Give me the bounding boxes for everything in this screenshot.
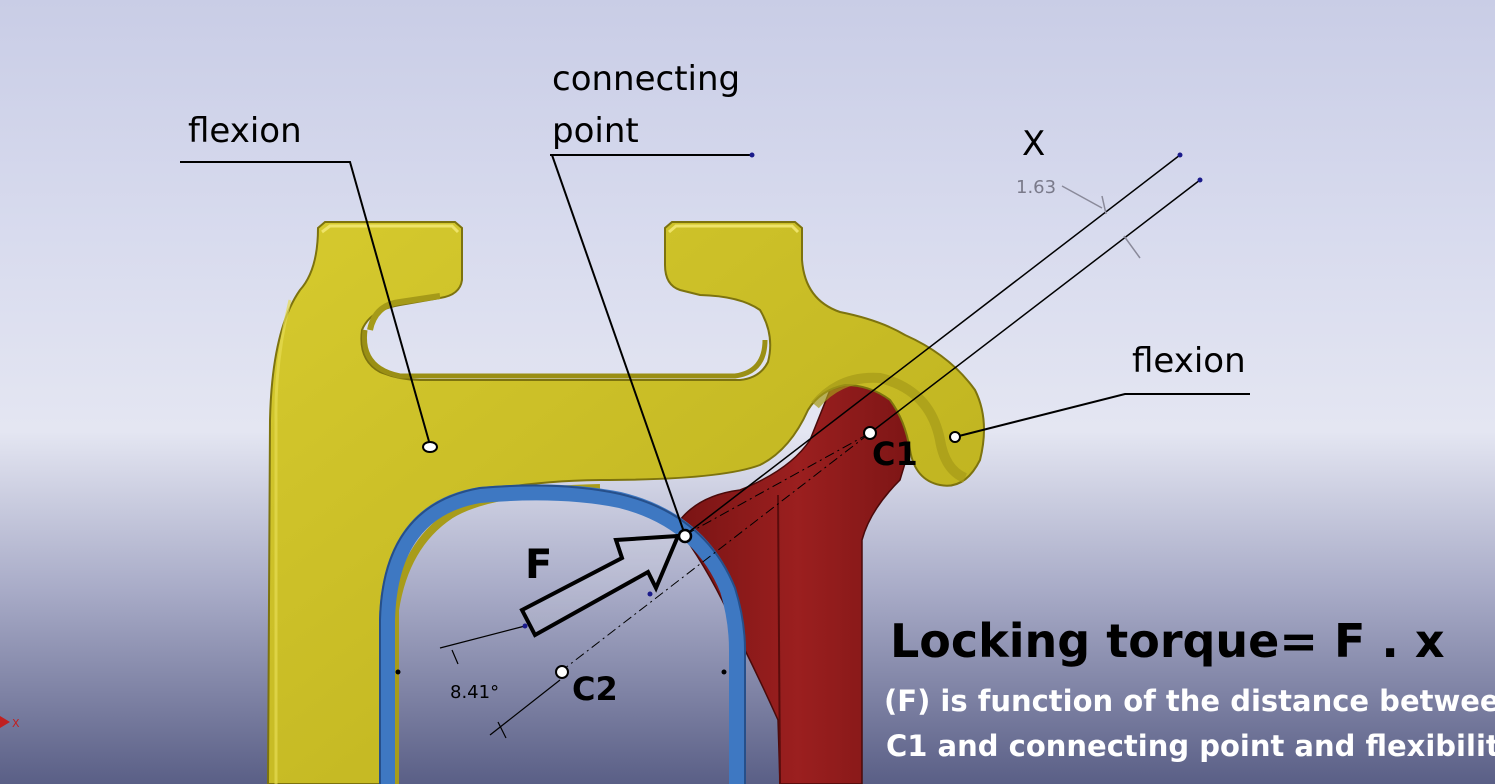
blue-arch-part	[379, 484, 746, 784]
flexion-label-right: flexion	[1132, 341, 1246, 381]
c2-label: C2	[572, 670, 618, 708]
dimension-x	[684, 154, 1201, 536]
flexion-label-left: flexion	[188, 111, 302, 151]
leader-dot	[749, 152, 755, 158]
dimension-value: 1.63	[1016, 177, 1056, 198]
force-label: F	[525, 542, 552, 588]
leader-lines	[180, 154, 1250, 536]
flexion-point-right	[949, 431, 961, 443]
dim-dot	[1177, 152, 1183, 158]
angle-dimension	[439, 625, 561, 739]
connecting-point-marker	[677, 528, 693, 544]
dim-dot	[1197, 177, 1203, 183]
axis-triad: X	[0, 716, 20, 730]
axis-marker-label: X	[12, 717, 20, 730]
x-label: X	[1022, 124, 1045, 164]
c2-point	[555, 665, 569, 679]
angle-dot	[647, 591, 653, 597]
angle-label: 8.41°	[450, 682, 499, 703]
force-arrow	[519, 533, 682, 638]
caption-line-2: C1 and connecting point and flexibility	[886, 729, 1495, 763]
center-lines	[559, 432, 871, 673]
flexion-point-left	[422, 441, 438, 453]
c1-point	[863, 426, 877, 440]
connecting-label-line2: point	[552, 111, 639, 151]
caption-line-1: (F) is function of the distance between	[884, 684, 1495, 718]
angle-dot	[522, 623, 528, 629]
caption-title: Locking torque= F . x	[890, 614, 1445, 668]
connecting-label-line1: connecting	[552, 59, 740, 99]
c1-label: C1	[872, 435, 918, 473]
